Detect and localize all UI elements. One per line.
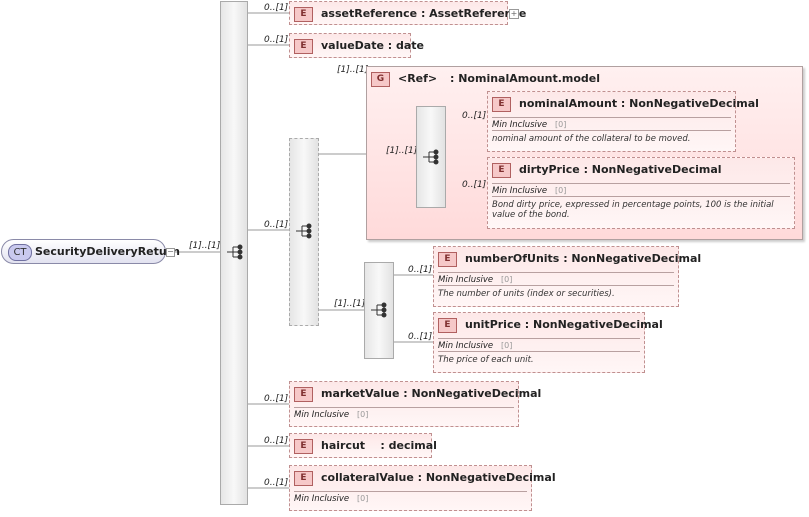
element-divider	[438, 338, 640, 339]
group-multiplicity: [1]..[1]	[337, 65, 369, 75]
element-title: dirtyPrice : NonNegativeDecimal	[519, 163, 722, 176]
element-divider	[438, 285, 674, 286]
asset-reference-multiplicity: 0..[1]	[264, 3, 289, 13]
element-asset-reference[interactable]: E assetReference : AssetReference	[289, 1, 526, 25]
group-sequence-compositor[interactable]	[416, 106, 446, 208]
element-title: assetReference : AssetReference	[321, 7, 527, 20]
element-divider	[438, 351, 640, 352]
group-badge: G	[371, 72, 390, 87]
unit-price-multiplicity: 0..[1]	[408, 332, 433, 342]
element-badge: E	[438, 252, 457, 267]
facet-label: Min Inclusive	[492, 120, 548, 130]
complex-type-name: SecurityDeliveryReturn	[35, 245, 180, 258]
facet-label: Min Inclusive	[294, 410, 350, 420]
choice-icon	[296, 223, 312, 239]
element-badge: E	[294, 39, 313, 54]
element-nominal-amount[interactable]: E nominalAmount : NonNegativeDecimal Min…	[487, 91, 759, 152]
element-title: numberOfUnits : NonNegativeDecimal	[465, 252, 702, 265]
element-title: marketValue : NonNegativeDecimal	[321, 387, 542, 400]
facet-label: Min Inclusive	[294, 494, 350, 504]
optional-choice-compositor[interactable]	[289, 138, 319, 326]
market-value-multiplicity: 0..[1]	[264, 394, 289, 404]
element-divider	[438, 272, 674, 273]
facet-value: [0]	[555, 120, 567, 129]
main-sequence-compositor[interactable]	[220, 1, 248, 505]
collateral-value-multiplicity: 0..[1]	[264, 478, 289, 488]
element-collateral-value[interactable]: E collateralValue : NonNegativeDecimal M…	[289, 465, 556, 511]
element-documentation: nominal amount of the collateral to be m…	[492, 134, 691, 144]
complex-type-badge: CT	[8, 244, 32, 261]
element-documentation: The number of units (index or securities…	[438, 289, 615, 299]
element-documentation: The price of each unit.	[438, 355, 534, 365]
element-badge: E	[294, 439, 313, 454]
group-title: : NominalAmount.model	[450, 72, 601, 85]
group-sequence-multiplicity: [1]..[1]	[386, 146, 418, 156]
facet-label: Min Inclusive	[438, 275, 494, 285]
haircut-multiplicity: 0..[1]	[264, 436, 289, 446]
facet-value: [0]	[357, 410, 369, 419]
element-badge: E	[492, 163, 511, 178]
sequence-icon	[371, 302, 387, 318]
units-sequence-multiplicity: [1]..[1]	[334, 299, 366, 309]
element-haircut[interactable]: E haircut : decimal	[289, 433, 437, 458]
sequence-icon	[423, 149, 439, 165]
element-title: collateralValue : NonNegativeDecimal	[321, 471, 556, 484]
element-documentation: Bond dirty price, expressed in percentag…	[492, 200, 774, 220]
element-badge: E	[438, 318, 457, 333]
element-divider	[492, 183, 790, 184]
element-title: valueDate : date	[321, 39, 425, 52]
element-title: nominalAmount : NonNegativeDecimal	[519, 97, 759, 110]
group-ref-label: <Ref>	[398, 72, 438, 85]
complex-type-security-delivery-return[interactable]: CT SecurityDeliveryReturn	[1, 239, 180, 264]
element-badge: E	[294, 387, 313, 402]
element-dirty-price[interactable]: E dirtyPrice : NonNegativeDecimal Min In…	[487, 157, 795, 229]
facet-value: [0]	[501, 341, 513, 350]
element-number-of-units[interactable]: E numberOfUnits : NonNegativeDecimal Min…	[433, 246, 701, 307]
facet-label: Min Inclusive	[438, 341, 494, 351]
element-divider	[492, 117, 731, 118]
element-title: unitPrice : NonNegativeDecimal	[465, 318, 663, 331]
element-title: haircut : decimal	[321, 439, 437, 452]
element-divider	[294, 491, 527, 492]
element-badge: E	[294, 7, 313, 22]
element-unit-price[interactable]: E unitPrice : NonNegativeDecimal Min Inc…	[433, 312, 663, 373]
facet-value: [0]	[555, 186, 567, 195]
element-divider	[294, 407, 514, 408]
element-badge: E	[492, 97, 511, 112]
expand-icon[interactable]: +	[509, 9, 519, 19]
dirty-price-multiplicity: 0..[1]	[462, 180, 487, 190]
number-of-units-multiplicity: 0..[1]	[408, 265, 433, 275]
element-value-date[interactable]: E valueDate : date	[289, 33, 424, 58]
nominal-amount-multiplicity: 0..[1]	[462, 111, 487, 121]
element-badge: E	[294, 471, 313, 486]
element-market-value[interactable]: E marketValue : NonNegativeDecimal Min I…	[289, 381, 541, 427]
facet-value: [0]	[357, 494, 369, 503]
element-divider	[492, 130, 731, 131]
root-multiplicity: [1]..[1]	[189, 241, 221, 251]
choice-multiplicity: 0..[1]	[264, 220, 289, 230]
sequence-icon	[227, 244, 243, 260]
facet-label: Min Inclusive	[492, 186, 548, 196]
element-divider	[492, 196, 790, 197]
facet-value: [0]	[501, 275, 513, 284]
collapse-toggle-icon[interactable]: −	[166, 247, 175, 257]
value-date-multiplicity: 0..[1]	[264, 35, 289, 45]
